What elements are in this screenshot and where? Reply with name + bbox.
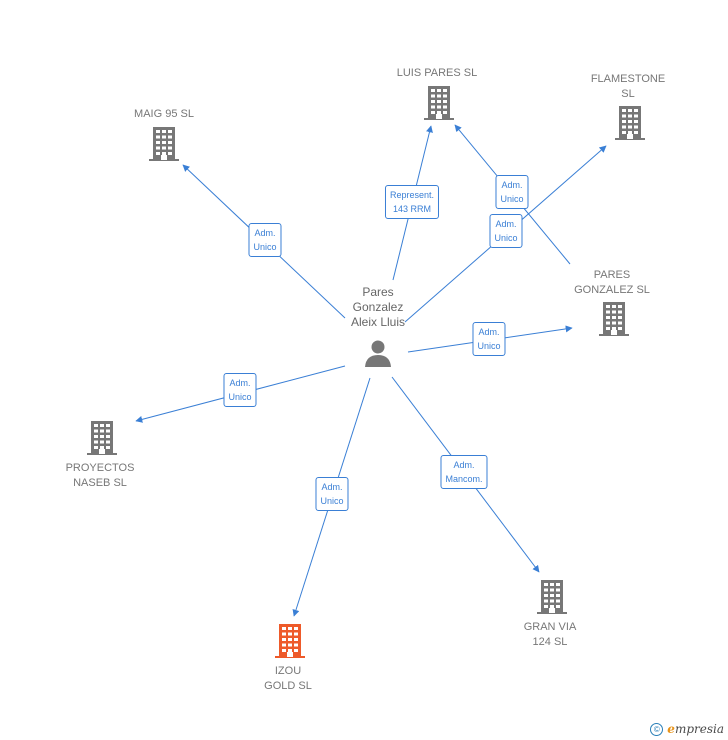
edge-label-pgsl-luis[interactable]: Adm. Unico: [495, 175, 529, 209]
node-label-maig[interactable]: MAIG 95 SL: [134, 108, 194, 120]
building-icon-luis[interactable]: [424, 86, 454, 120]
node-label-gran[interactable]: GRAN VIA 124 SL: [523, 621, 577, 648]
building-icon-izou[interactable]: [275, 624, 305, 658]
person-icon[interactable]: [365, 340, 391, 368]
edge-label-person-maig[interactable]: Adm. Unico: [248, 223, 282, 257]
node-label-proy[interactable]: PROYECTOS NASEB SL: [65, 462, 135, 489]
edge-label-person-proy[interactable]: Adm. Unico: [223, 373, 257, 407]
node-label-luis[interactable]: LUIS PARES SL: [396, 67, 478, 79]
edge-label-person-flame[interactable]: Adm. Unico: [489, 214, 523, 248]
node-label-izou[interactable]: IZOU GOLD SL: [264, 665, 312, 692]
brand-initial: e: [667, 722, 675, 736]
node-label-pgsl[interactable]: PARES GONZALEZ SL: [574, 269, 650, 296]
node-label-flame[interactable]: FLAMESTONE SL: [590, 73, 666, 100]
building-icon-maig[interactable]: [149, 127, 179, 161]
edge-label-person-gran[interactable]: Adm. Mancom.: [440, 455, 488, 489]
edges-layer: [135, 124, 607, 617]
edge-label-person-pgsl[interactable]: Adm. Unico: [472, 322, 506, 356]
node-label-person: Pares Gonzalez Aleix Lluis: [350, 285, 406, 329]
building-icon-proy[interactable]: [87, 421, 117, 455]
footer-brand: © empresia: [650, 722, 724, 736]
brand-logo: empresia: [667, 722, 724, 736]
building-icon-pgsl[interactable]: [599, 302, 629, 336]
building-icon-flame[interactable]: [615, 106, 645, 140]
edge-label-person-izou[interactable]: Adm. Unico: [315, 477, 349, 511]
edge-label-person-luis[interactable]: Represent. 143 RRM: [384, 185, 440, 219]
copyright-icon: ©: [650, 722, 664, 736]
brand-name: mpresia: [674, 722, 724, 736]
building-icon-gran[interactable]: [537, 580, 567, 614]
nodes-layer: [87, 86, 645, 658]
